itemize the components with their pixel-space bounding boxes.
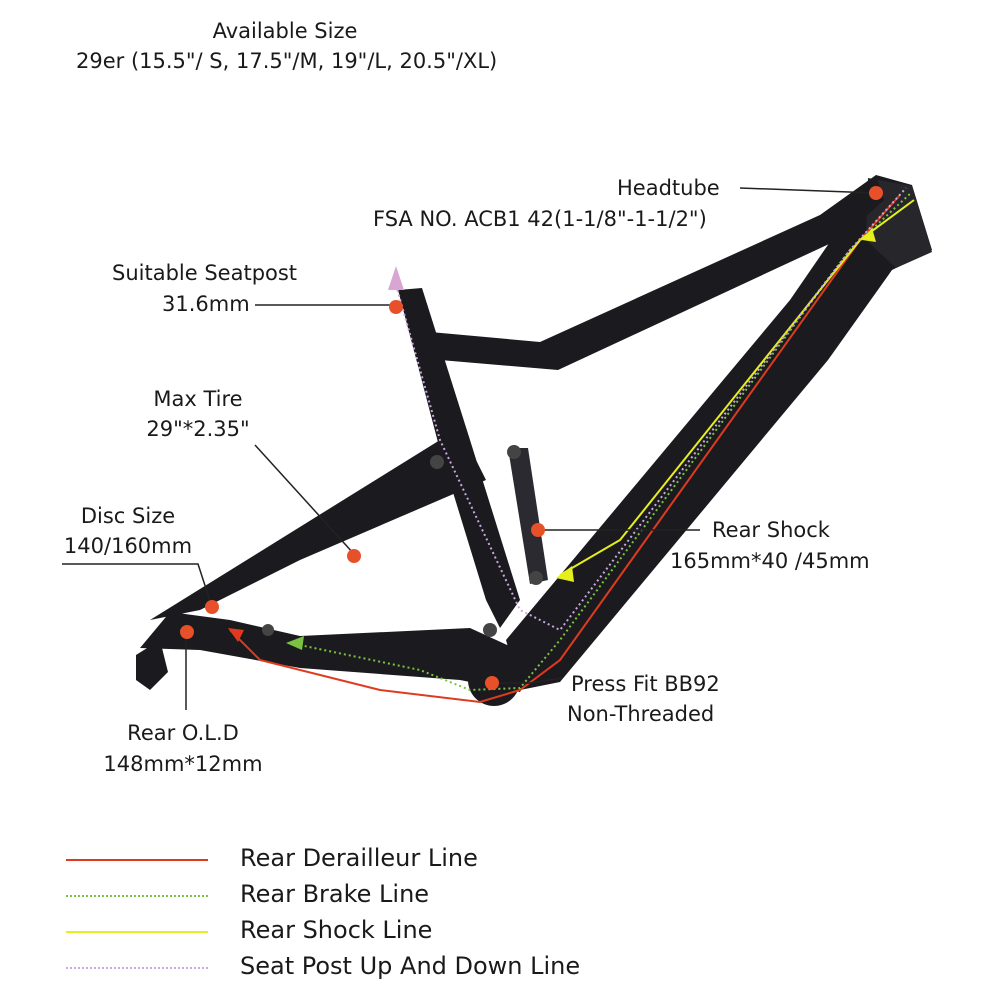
headtube-label: Headtube: [617, 176, 720, 200]
seatpost-arrow: [388, 266, 404, 290]
legend-swatch-seatpost: [66, 967, 208, 969]
legend-swatch-shock: [66, 931, 208, 933]
legend-row-brake: Rear Brake Line: [0, 877, 1000, 913]
derailleur-line: [229, 194, 901, 704]
seatpost-value: 31.6mm: [162, 292, 250, 316]
disc-label: Disc Size: [80, 504, 176, 528]
seatpost-label: Suitable Seatpost: [112, 261, 298, 285]
sizes-title: Available Size: [212, 19, 358, 43]
pivot-chainstay: [483, 623, 497, 637]
brake-arrow: [286, 636, 304, 650]
max-tire-label: Max Tire: [153, 387, 243, 411]
disc-value: 140/160mm: [63, 534, 193, 558]
leader-max-tire: [254, 444, 355, 555]
marker-rear-shock: [531, 523, 545, 537]
legend-label-derailleur: Rear Derailleur Line: [240, 844, 478, 872]
shock-line: [559, 199, 915, 576]
old-label: Rear O.L.D: [127, 721, 239, 745]
legend-label-seatpost: Seat Post Up And Down Line: [240, 952, 581, 980]
legend-row-seatpost: Seat Post Up And Down Line: [0, 949, 1000, 985]
legend-row-derailleur: Rear Derailleur Line: [0, 841, 1000, 877]
headtube-value: FSA NO. ACB1 42(1-1/8"-1-1/2"): [373, 207, 707, 231]
legend-label-brake: Rear Brake Line: [240, 880, 430, 908]
pivot-upper: [430, 455, 444, 469]
shock-arrow: [556, 566, 574, 582]
marker-bb: [485, 676, 499, 690]
old-value: 148mm*12mm: [103, 752, 263, 776]
rear-shock-body: [508, 448, 548, 584]
rear-shock-label: Rear Shock: [712, 518, 830, 542]
seatpost-line: [395, 187, 907, 632]
down-tube: [506, 175, 932, 690]
marker-headtube: [869, 186, 883, 200]
seat-stay: [150, 440, 486, 620]
legend-swatch-brake: [66, 895, 208, 897]
legend-swatch-derailleur: [66, 859, 208, 861]
leader-headtube: [739, 187, 877, 194]
marker-old: [180, 625, 194, 639]
headtube-arrow: [862, 228, 876, 242]
rear-shock-value: 165mm*40 /45mm: [670, 549, 870, 573]
pivot-shock: [507, 445, 521, 459]
legend-label-shock: Rear Shock Line: [240, 916, 433, 944]
top-tube: [408, 175, 884, 370]
marker-max-tire: [347, 549, 361, 563]
leader-disc: [62, 563, 213, 608]
bb-value: Non-Threaded: [567, 702, 715, 726]
bb-label: Press Fit BB92: [571, 672, 720, 696]
legend-row-shock: Rear Shock Line: [0, 913, 1000, 949]
pivot-rear: [262, 624, 274, 636]
dropout: [136, 640, 168, 690]
pivot-lower: [529, 571, 543, 585]
marker-disc: [205, 600, 219, 614]
leader-bb: [494, 677, 563, 684]
max-tire-value: 29"*2.35": [146, 417, 250, 441]
sizes-list: 29er (15.5"/ S, 17.5"/M, 19"/L, 20.5"/XL…: [76, 49, 498, 73]
derailleur-arrow: [228, 628, 244, 642]
marker-seatpost: [389, 300, 403, 314]
